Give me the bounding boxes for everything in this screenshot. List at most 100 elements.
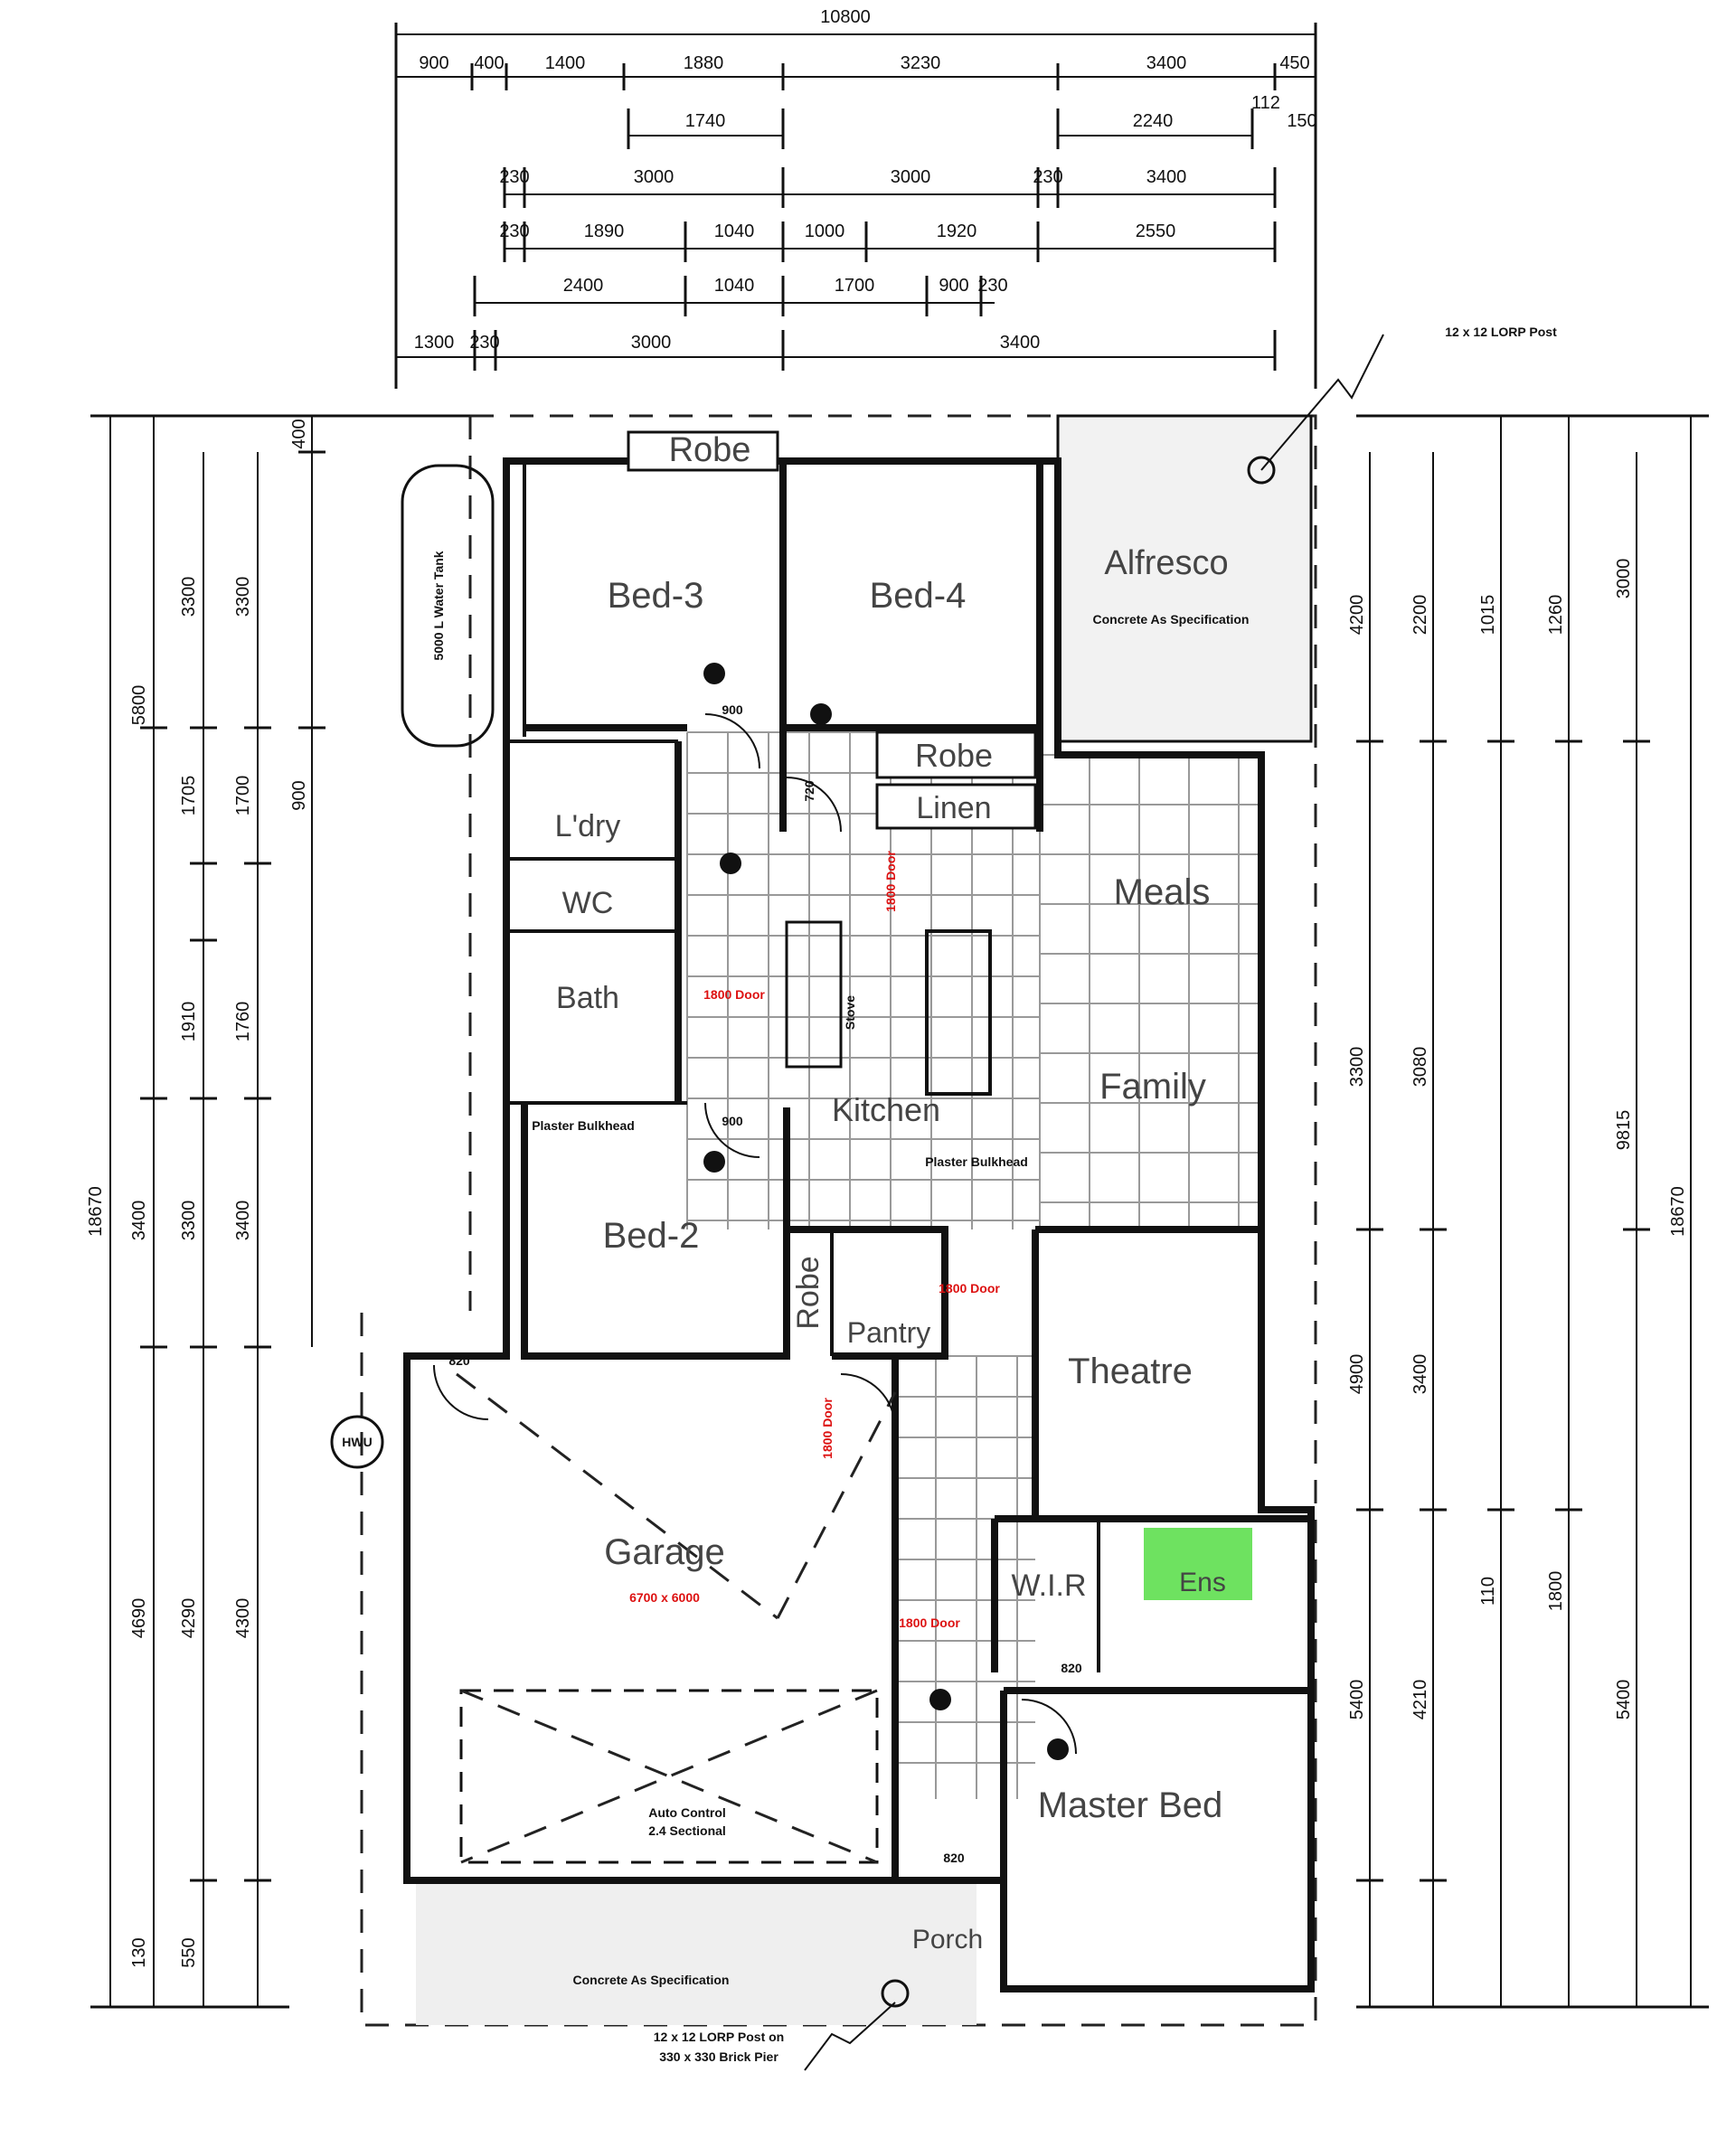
room-label-robe-top: Robe (669, 431, 751, 469)
right-col-c-dim: 5400 (1614, 1680, 1634, 1720)
left-col-c-dim: 4300 (233, 1598, 253, 1639)
right-misc-dim: 1260 (1546, 595, 1566, 636)
top-row2-dim: 112 (1251, 93, 1280, 113)
top-row6-dim: 3000 (631, 333, 672, 353)
top-row1-dim: 3230 (901, 53, 941, 73)
lorp-post-marker (1247, 456, 1276, 485)
top-row6-dim: 3400 (1000, 333, 1041, 353)
top-row5-dim: 900 (939, 276, 968, 296)
door-size-label: 820 (1061, 1661, 1082, 1675)
room-label-robe-mid: Robe (915, 737, 993, 774)
top-row5-dim: 1040 (714, 276, 755, 296)
top-row1-dim: 900 (419, 53, 448, 73)
door-size-label: 820 (448, 1353, 470, 1368)
room-label-bed3: Bed-3 (608, 576, 704, 616)
bulkhead-note: Plaster Bulkhead (532, 1118, 635, 1133)
room-label-wir: W.I.R (1011, 1568, 1086, 1603)
room-label-master-bed: Master Bed (1038, 1785, 1223, 1825)
door-size-label: 820 (943, 1851, 965, 1865)
right-col-c-dim: 9815 (1614, 1110, 1634, 1151)
alfresco-area (1056, 334, 1384, 743)
misc-notes: 12 x 12 LORP Post 12 x 12 LORP Post on 3… (532, 325, 1557, 2064)
right-misc-dim: 1015 (1478, 595, 1498, 636)
door-sizes: 900 900 820 820 820 720 (448, 702, 1082, 1865)
opening-note: 1800 Door (703, 987, 765, 1002)
top-row5-dim: 2400 (563, 276, 604, 296)
room-label-bath: Bath (556, 981, 619, 1015)
walls (403, 457, 1315, 1992)
opening-note: 1800 Door (820, 1398, 835, 1459)
room-label-meals: Meals (1114, 872, 1211, 912)
room-label-alfresco: Alfresco (1104, 544, 1228, 582)
right-col-a-dim: 4200 (1347, 595, 1367, 636)
top-row2-dim: 150 (1287, 111, 1316, 131)
room-label-robe-bed2: Robe (791, 1256, 826, 1329)
stove-note: Stove (843, 995, 857, 1030)
top-row5-dim: 1700 (835, 276, 875, 296)
top-row4-dim: 2550 (1136, 221, 1176, 241)
left-col-a-dim: 3400 (129, 1201, 149, 1241)
left-dimensions: 18670 5800 3400 4690 3300 1705 1910 3300… (86, 414, 470, 2009)
opening-note: 1800 Door (883, 851, 898, 912)
door-swings (433, 713, 1077, 1755)
room-label-pantry: Pantry (847, 1316, 930, 1349)
left-misc-dim: 900 (289, 780, 309, 810)
left-col-a-dim: 5800 (129, 685, 149, 726)
top-row2-dim: 2240 (1133, 111, 1174, 131)
top-row3-dim: 230 (499, 167, 529, 187)
room-label-porch: Porch (912, 1925, 983, 1955)
room-label-ens: Ens (1179, 1568, 1226, 1597)
room-label-linen: Linen (916, 791, 991, 825)
right-col-b-dim: 3400 (1410, 1354, 1430, 1395)
left-col-c-dim: 1760 (233, 1002, 253, 1042)
opening-note: 1800 Door (899, 1616, 960, 1630)
room-label-garage: Garage (604, 1532, 724, 1572)
left-col-c-dim: 3300 (233, 577, 253, 617)
water-tank: 5000 L Water Tank (401, 464, 495, 748)
room-label-theatre: Theatre (1068, 1352, 1193, 1391)
top-row4-dim: 1890 (584, 221, 625, 241)
top-row2-dim: 1740 (685, 111, 726, 131)
lorp-bottom-note-2: 330 x 330 Brick Pier (659, 2049, 778, 2064)
smoke-detector-icon (929, 1689, 951, 1710)
top-row4-dim: 230 (499, 221, 529, 241)
right-dimensions: 18670 4200 3300 4900 5400 2200 3080 3400… (1347, 414, 1709, 2009)
tile-grid (686, 731, 1261, 1799)
top-row3-dim: 3400 (1146, 167, 1187, 187)
right-col-b-dim: 2200 (1410, 595, 1430, 636)
right-col-a-dim: 5400 (1347, 1680, 1367, 1720)
garage-size-label: 6700 x 6000 (629, 1590, 700, 1605)
right-misc-dim: 110 (1478, 1577, 1498, 1606)
room-label-wc: WC (562, 886, 614, 920)
top-row4-dim: 1040 (714, 221, 755, 241)
top-row1-dim: 1400 (545, 53, 586, 73)
auto-control-note: Auto Control (648, 1805, 726, 1820)
bulkhead-note: Plaster Bulkhead (925, 1154, 1028, 1169)
left-col-c-dim: 3400 (233, 1201, 253, 1241)
top-row4-dim: 1920 (937, 221, 977, 241)
overall-top-width: 10800 (820, 7, 871, 27)
left-col-b-dim: 4290 (179, 1598, 199, 1639)
room-label-kitchen: Kitchen (832, 1091, 940, 1128)
lorp-bottom-note-1: 12 x 12 LORP Post on (654, 2030, 784, 2044)
smoke-detector-icon (720, 853, 741, 874)
lorp-post-marker (881, 1979, 910, 2008)
right-misc-dim: 1800 (1546, 1571, 1566, 1612)
left-misc-dim: 130 (129, 1937, 149, 1967)
hwu-label: HWU (342, 1435, 372, 1449)
top-row1-dim: 3400 (1146, 53, 1187, 73)
top-row3-dim: 3000 (891, 167, 931, 187)
left-col-b-dim: 1910 (179, 1002, 199, 1042)
left-col-b-dim: 3300 (179, 1201, 199, 1241)
top-row5-dim: 230 (977, 276, 1007, 296)
overall-left-height: 18670 (86, 1186, 106, 1237)
opening-note: 1800 Door (939, 1281, 1000, 1295)
top-row3-dim: 3000 (634, 167, 675, 187)
top-row1-dim: 400 (474, 53, 504, 73)
room-labels: Bed-3 Bed-4 Robe Robe Linen Alfresco Con… (555, 430, 1249, 1955)
smoke-detector-icon (810, 703, 832, 725)
ceiling-markers (703, 663, 1069, 1760)
hwu-icon (330, 1415, 384, 1469)
opening-notes: 1800 Door 1800 Door 1800 Door 1800 Door … (703, 851, 1000, 1630)
right-col-a-dim: 4900 (1347, 1354, 1367, 1395)
